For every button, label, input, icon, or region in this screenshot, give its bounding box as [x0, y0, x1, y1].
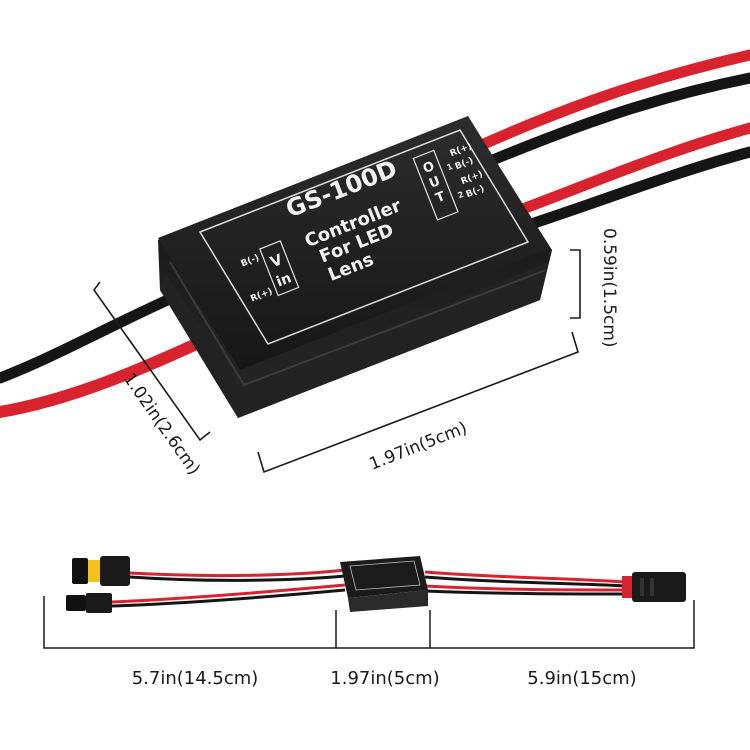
- cable-left-label: 5.7in(14.5cm): [132, 668, 259, 689]
- right-connector: [622, 572, 686, 602]
- width-dimension: [93, 281, 211, 442]
- length-dimension: [257, 331, 579, 474]
- bottom-dimension-lines: [43, 596, 695, 649]
- height-label: 0.59in(1.5cm): [599, 228, 619, 348]
- vin-in-label: in: [274, 270, 294, 290]
- wires-left: [0, 284, 211, 418]
- out-label-u: U: [427, 174, 442, 192]
- harness: [66, 556, 686, 613]
- left-connector-upper: [72, 556, 130, 586]
- controller-box: [158, 116, 552, 418]
- height-dimension: [570, 249, 581, 319]
- wires-right: [464, 49, 750, 232]
- out-label: O: [421, 159, 437, 177]
- out-group-2: 2: [457, 190, 465, 200]
- harness-controller-box: [340, 556, 428, 612]
- cable-right-label: 5.9in(15cm): [527, 668, 636, 689]
- box-length-label: 1.97in(5cm): [330, 668, 439, 689]
- out-group-1: 1: [446, 162, 455, 173]
- left-connector-lower: [66, 593, 112, 613]
